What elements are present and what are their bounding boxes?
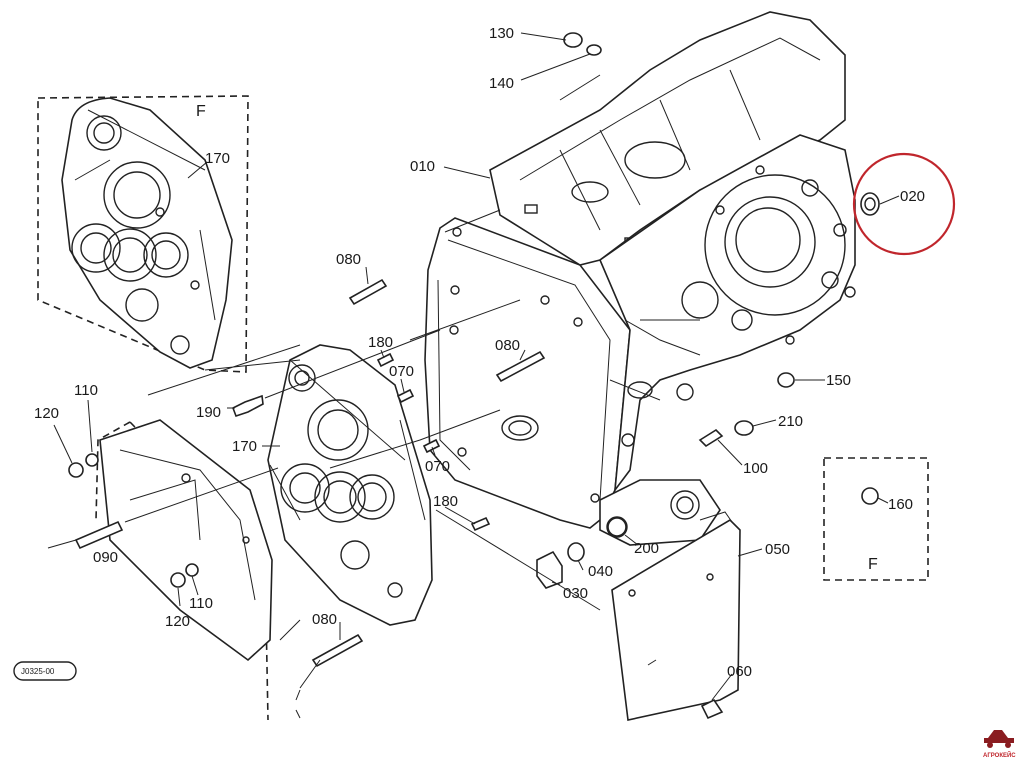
label-080b: 080 [495,337,520,354]
drawing-reference: J0325-00 [13,661,77,681]
label-120a: 120 [34,405,59,422]
label-170b: 170 [232,438,257,455]
label-080c: 080 [312,611,337,628]
label-140: 140 [489,75,514,92]
label-190: 190 [196,404,221,421]
highlight-020 [852,152,956,256]
label-040: 040 [588,563,613,580]
callout-170-top: 170 [187,150,230,179]
label-130: 130 [489,25,514,42]
label-070a: 070 [389,363,414,380]
side-cover [611,511,741,721]
inset-f-right-label: F [868,556,878,573]
brand-logo-text: АГРОКЕЙС [983,751,1016,759]
leader-lines [53,32,900,701]
label-030: 030 [563,585,588,602]
label-180b: 180 [433,493,458,510]
inset-f-right: F [823,457,929,581]
front-cover [95,419,273,721]
inset-f-top: F [37,95,249,373]
fasteners [68,32,880,720]
label-080a: 080 [336,251,361,268]
inset-f-top-label: F [196,103,206,120]
label-110a: 110 [74,382,98,399]
label-120b: 120 [165,613,190,630]
label-050: 050 [765,541,790,558]
label-160: 160 [888,496,913,513]
label-070b: 070 [425,458,450,475]
label-210: 210 [778,413,803,430]
label-170a: 170 [205,150,230,167]
label-150: 150 [826,372,851,389]
label-100: 100 [743,460,768,477]
label-200: 200 [634,540,659,557]
drawing-ref-text: J0325-00 [21,667,55,676]
transmission-housing [424,11,856,546]
label-110b: 110 [189,595,213,612]
brand-logo: АГРОКЕЙС [983,730,1016,759]
label-060: 060 [727,663,752,680]
label-180a: 180 [368,334,393,351]
label-010: 010 [410,158,435,175]
part-labels: 130 140 010 020 080 180 080 070 150 110 … [34,25,925,680]
assembly-lines [47,74,601,719]
label-090: 090 [93,549,118,566]
middle-plate [267,344,433,626]
cover-plate-f [61,97,233,369]
label-020: 020 [900,188,925,205]
